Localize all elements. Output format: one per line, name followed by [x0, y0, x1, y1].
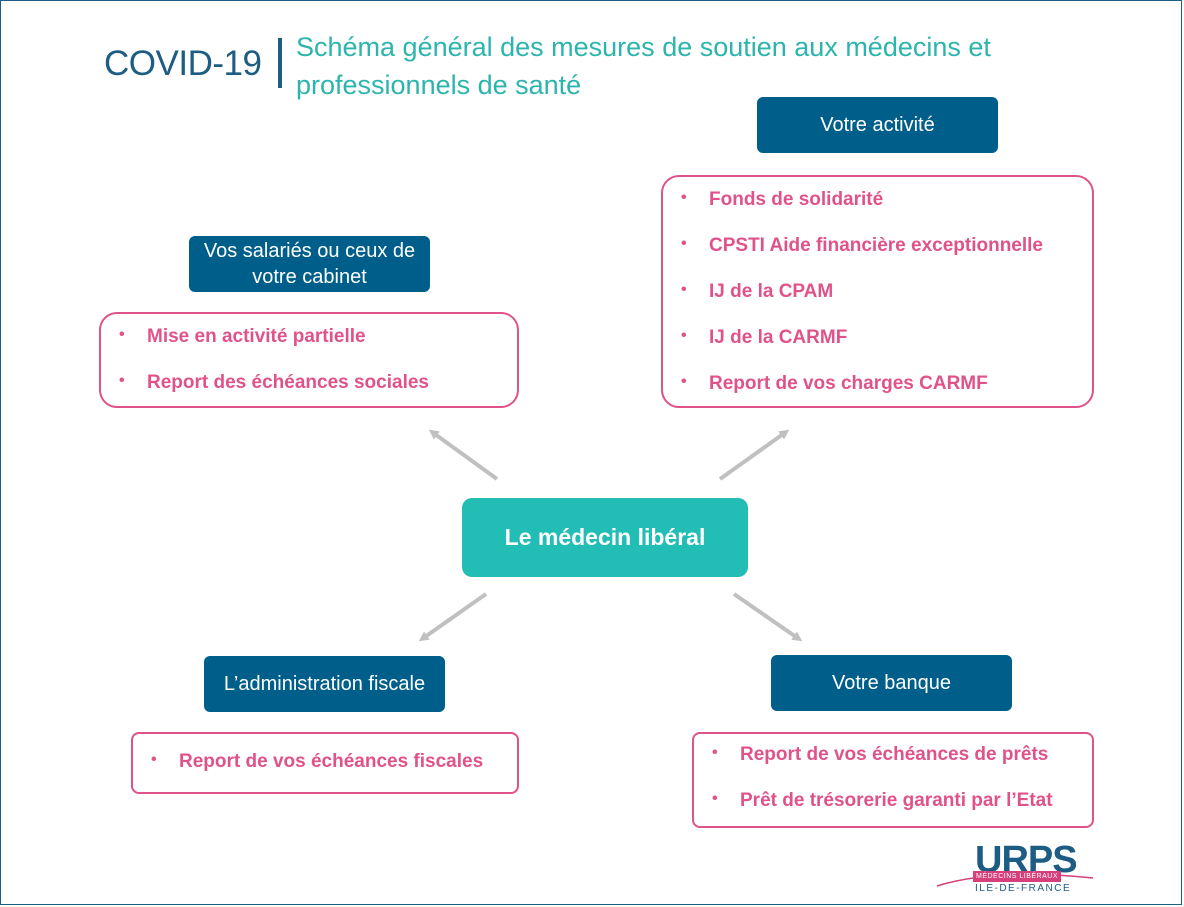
- logo-line2: ILE-DE-FRANCE: [975, 883, 1072, 894]
- list-item: IJ de la CARMF: [681, 327, 847, 349]
- list-item: Prêt de trésorerie garanti par l’Etat: [712, 790, 1053, 812]
- heading-votre-banque: Votre banque: [771, 655, 1012, 711]
- covid-label: COVID-19: [104, 44, 262, 83]
- heading-administration-fiscale: L’administration fiscale: [204, 656, 445, 712]
- list-votre-activite: Fonds de solidarité CPSTI Aide financièr…: [661, 175, 1094, 408]
- list-item: Report des échéances sociales: [119, 372, 429, 394]
- list-item: Report de vos échéances de prêts: [712, 744, 1048, 766]
- list-item: Mise en activité partielle: [119, 326, 366, 348]
- list-item: Report de vos charges CARMF: [681, 373, 988, 395]
- heading-votre-activite: Votre activité: [757, 97, 998, 153]
- central-node: Le médecin libéral: [462, 498, 748, 577]
- list-item: Fonds de solidarité: [681, 189, 883, 211]
- logo-line1: MÉDECINS LIBÉRAUX: [973, 871, 1061, 882]
- arrow-to-banque: [732, 592, 803, 642]
- urps-logo: URPS MÉDECINS LIBÉRAUX ILE-DE-FRANCE: [935, 840, 1095, 900]
- list-administration-fiscale: Report de vos échéances fiscales: [131, 732, 519, 794]
- header-divider: [278, 38, 282, 88]
- arrow-to-fiscal: [418, 592, 488, 642]
- list-votre-banque: Report de vos échéances de prêts Prêt de…: [692, 732, 1094, 828]
- list-item: Report de vos échéances fiscales: [151, 751, 483, 773]
- page-title: Schéma général des mesures de soutien au…: [296, 32, 991, 100]
- list-item: CPSTI Aide financière exceptionnelle: [681, 235, 1043, 257]
- heading-vos-salaries: Vos salariés ou ceux de votre cabinet: [189, 236, 430, 292]
- arrow-to-activite: [718, 429, 790, 481]
- list-item: IJ de la CPAM: [681, 281, 833, 303]
- arrow-to-salaries: [428, 429, 499, 481]
- list-vos-salaries: Mise en activité partielle Report des éc…: [99, 312, 519, 408]
